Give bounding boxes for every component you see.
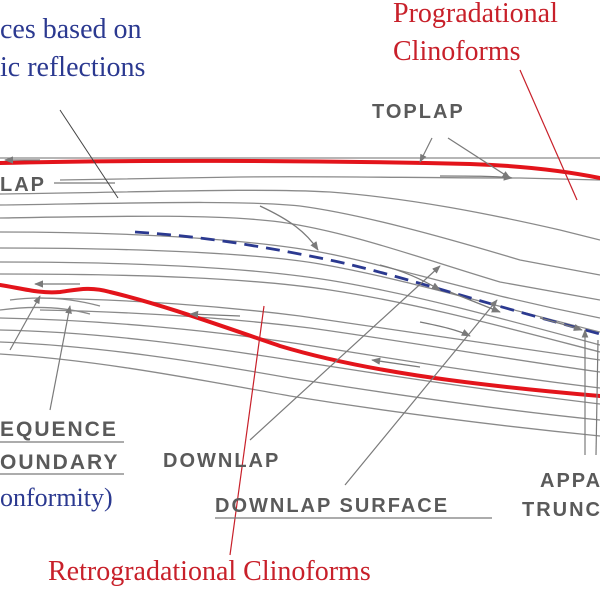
reflection-line xyxy=(59,176,600,181)
sequences-annotation-line2: ic reflections xyxy=(0,52,145,83)
upper-sequence-boundary xyxy=(0,158,600,180)
progradational-annotation-leader xyxy=(519,69,578,201)
reflection-line xyxy=(0,273,600,353)
sequence-label: EQUENCE xyxy=(0,418,118,441)
reflection-line xyxy=(0,341,600,421)
reflection-line xyxy=(0,201,600,276)
label-underlines xyxy=(0,441,492,519)
sequence-boundary-leader-b xyxy=(49,305,72,411)
progradational-annotation-line1: Progradational xyxy=(393,0,558,29)
arrow xyxy=(371,357,421,368)
apparent-truncation-leader-b xyxy=(595,339,599,456)
reflection-line xyxy=(0,317,600,389)
retrogradational-annotation: Retrogradational Clinoforms xyxy=(48,556,371,587)
sequences-annotation-line1: ces based on xyxy=(0,14,142,45)
truncation-label: TRUNC xyxy=(522,499,600,521)
diagram-labels: TOPLAP LAP EQUENCE OUNDARY DOWNLAP DOWNL… xyxy=(0,101,600,521)
downlap-surface-line xyxy=(134,230,600,336)
toplap-leader-right xyxy=(447,137,511,179)
reflection-line xyxy=(0,306,91,315)
arrow xyxy=(259,205,319,251)
toplap-label: TOPLAP xyxy=(372,101,465,123)
downlap-surface-leader xyxy=(344,299,498,486)
progradational-annotation-line2: Clinoforms xyxy=(393,36,521,67)
reflection-line xyxy=(9,297,101,307)
arrow xyxy=(419,321,471,337)
reflection-line xyxy=(39,309,600,373)
arrow xyxy=(539,317,583,331)
retrogradational-annotation-leader xyxy=(229,305,265,556)
reflection-lines xyxy=(0,157,600,437)
reflection-line xyxy=(0,215,600,301)
reflection-line xyxy=(0,353,600,437)
label-leaders xyxy=(9,137,599,486)
downlap-leader xyxy=(249,265,441,441)
boundary-label: OUNDARY xyxy=(0,451,119,474)
reflection-line xyxy=(39,297,600,361)
arrow xyxy=(379,264,441,291)
sequences-annotation-leader xyxy=(59,109,119,199)
reflection-arrows xyxy=(4,156,583,368)
annotations: ces based on ic reflections Progradation… xyxy=(0,0,558,587)
arrow xyxy=(189,310,241,318)
reflection-line xyxy=(0,261,600,346)
downlap-label: DOWNLAP xyxy=(163,450,280,472)
arrow xyxy=(449,291,501,313)
reflection-line xyxy=(0,231,600,319)
annotation-leaders xyxy=(59,69,578,556)
downlap-surface-label: DOWNLAP SURFACE xyxy=(215,495,449,517)
apparent-label: APPA xyxy=(540,470,600,492)
toplap-leader-left xyxy=(419,137,433,163)
reflection-line xyxy=(0,329,600,405)
sequence-boundary-leader-a xyxy=(9,295,41,351)
reflection-line xyxy=(0,189,600,241)
sequence-boundaries xyxy=(0,158,600,398)
nonconformity-annotation: onformity) xyxy=(0,483,113,512)
onlap-label: LAP xyxy=(0,174,46,196)
